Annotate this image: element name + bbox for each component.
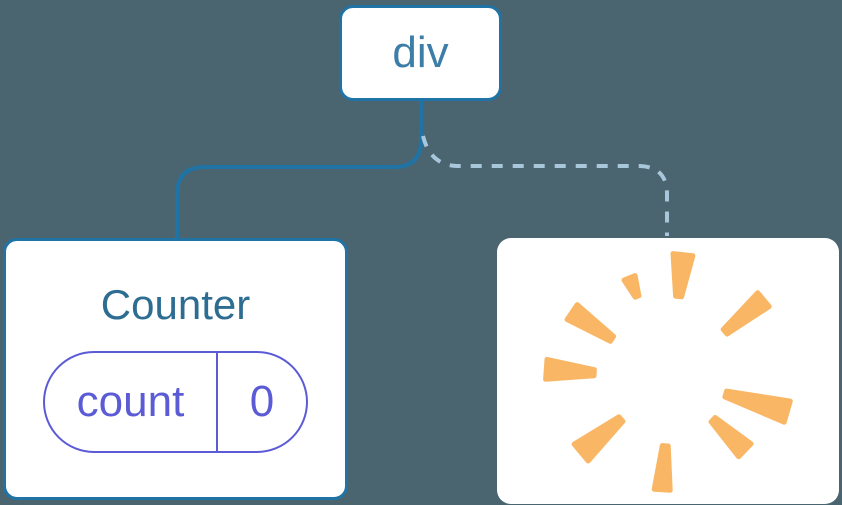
removed-node [497, 238, 839, 504]
state-value: 0 [249, 377, 275, 427]
poof-ray [564, 302, 617, 344]
poof-ray [722, 388, 793, 425]
poof-ray [621, 273, 642, 300]
counter-node: Counter count 0 [3, 238, 348, 500]
poof-ray [571, 414, 626, 464]
connector-div-to-removed [421, 135, 669, 236]
div-node-label: div [392, 28, 449, 77]
poof-ray [720, 290, 772, 337]
poof-burst-icon [543, 251, 793, 493]
poof-ray [543, 356, 597, 382]
poof-ray [670, 251, 696, 300]
state-pill: count 0 [43, 351, 308, 454]
state-key-label: count [45, 353, 218, 452]
connector-div-to-counter [175, 99, 423, 240]
counter-node-title: Counter [100, 281, 251, 328]
div-node: div [339, 5, 502, 101]
poof-ray [651, 443, 673, 493]
poof-ray [708, 415, 754, 460]
